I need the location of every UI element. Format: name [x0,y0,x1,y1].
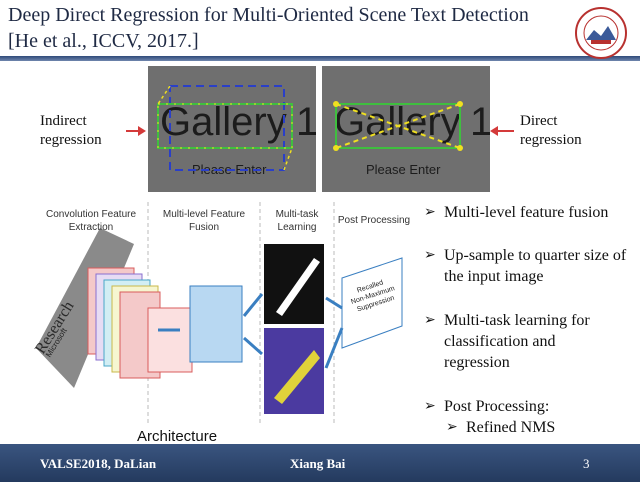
direct-regression-label: Direct regression [520,112,582,150]
arrow-bullet-icon: ➢ [446,420,458,435]
label-line: Direct [520,113,558,129]
slide-title-line2: [He et al., ICCV, 2017.] [8,30,199,52]
page-number: 3 [583,456,590,471]
arrow-right-icon [126,126,146,136]
direct-regression-image: Gallery 1 Please Enter [322,66,490,192]
architecture-diagram: Convolution Feature Extraction Multi-lev… [30,198,412,430]
column-header-line: Multi-level Feature [162,209,246,220]
slide-title-line1: Deep Direct Regression for Multi-Oriente… [8,4,529,26]
university-seal-icon [575,7,627,59]
column-header-line: Convolution Feature [45,209,137,220]
column-header-line: Learning [277,222,317,233]
footer-author: Xiang Bai [290,456,346,471]
arrow-left-icon [490,126,514,136]
arrow-bullet-icon: ➢ [424,313,436,328]
column-header-convolution: Convolution Feature Extraction [36,208,146,234]
slide-footer: VALSE2018, DaLian Xiang Bai 3 [0,444,640,482]
image-digit: 1 [470,100,490,144]
indirect-regression-image: Gallery 1 Please Enter [148,66,316,192]
indirect-regression-label: Indirect regression [40,112,102,150]
bullet-text: Post Processing: [444,398,550,415]
architecture-graphic [36,202,403,426]
label-line: regression [40,132,102,148]
arrow-bullet-icon: ➢ [424,399,436,414]
footer-venue: VALSE2018, DaLian [40,456,157,471]
title-divider [0,56,640,61]
box-overlay [157,85,293,171]
bullet-text: Multi-level feature fusion [444,204,609,221]
box-overlay [333,101,463,151]
bullet-text: Multi-task learning for classification a… [444,312,590,371]
image-word: Gallery [334,100,461,144]
bullet-text: Refined NMS [466,419,556,436]
column-header-line: Multi-task [275,209,319,220]
label-line: regression [520,132,582,148]
arrow-bullet-icon: ➢ [424,248,436,263]
column-header-multitask: Multi-task Learning [262,208,332,234]
image-digit: 1 [296,100,316,144]
arrow-bullet-icon: ➢ [424,205,436,220]
image-word: Gallery [160,100,287,144]
column-header-fusion: Multi-level Feature Fusion [150,208,258,234]
bullet-text: Up-sample to quarter size of the input i… [444,247,627,285]
image-sign-text: Please Enter [366,162,441,177]
column-header-post-processing: Post Processing [337,215,411,226]
architecture-caption: Architecture [137,428,218,445]
label-line: Indirect [40,113,87,129]
column-header-line: Extraction [68,222,114,233]
column-header-line: Fusion [188,222,219,233]
